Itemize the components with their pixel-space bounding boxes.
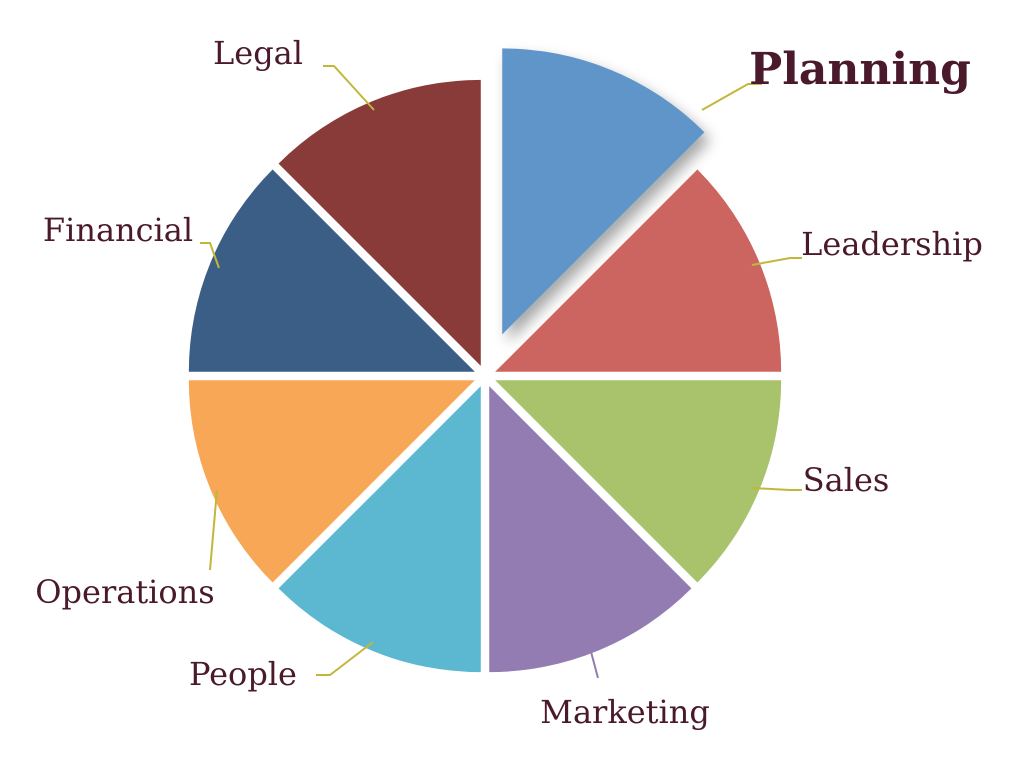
pie-slice-sales [495,380,782,583]
slice-label-leadership: Leadership [801,225,983,263]
pie-slice-leadership [495,169,782,372]
leader-lines [200,65,802,679]
slice-label-people: People [189,655,297,693]
leader-line-legal [323,65,375,111]
pie-slice-legal [278,79,481,366]
slice-label-financial: Financial [43,211,193,249]
slice-label-marketing: Marketing [540,693,710,731]
pie-slice-operations [188,380,475,583]
leader-line-operations [209,489,218,571]
leader-line-people [316,641,374,676]
pie-slices [188,48,782,673]
leader-line-leadership [751,257,802,266]
leader-line-financial [200,242,220,269]
pie-slice-financial [188,169,475,372]
slice-label-sales: Sales [803,461,890,499]
pie-slice-planning [502,48,705,335]
leader-line-planning [701,83,762,111]
pie-slice-people [278,386,481,673]
slice-label-legal: Legal [213,34,303,72]
leader-line-marketing [589,647,599,679]
slice-label-planning: Planning [749,44,971,95]
slice-label-operations: Operations [35,573,214,611]
leader-line-sales [751,487,802,491]
pie-slice-marketing [489,386,692,673]
